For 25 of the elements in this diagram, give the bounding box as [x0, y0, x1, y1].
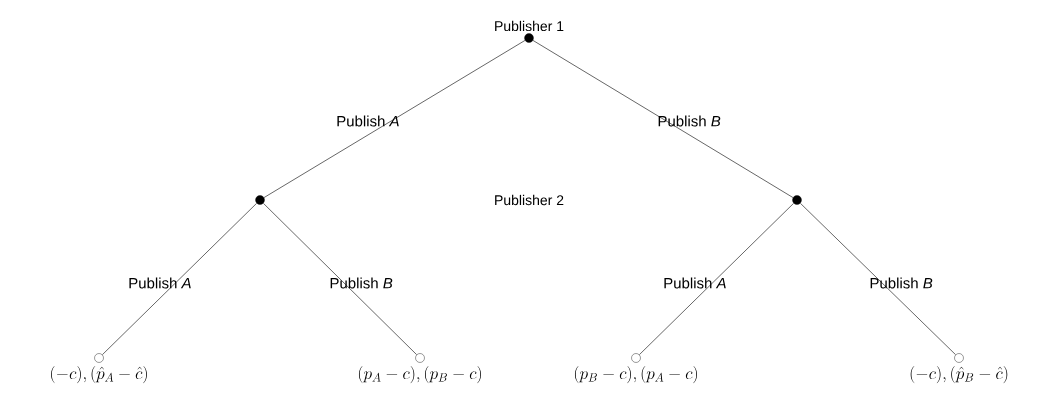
edge-label: Publish B [870, 277, 933, 289]
edge-label: Publish B [658, 115, 721, 127]
branch-line [639, 203, 794, 355]
branch-line [102, 203, 257, 355]
tree-node: Publisher 1 [495, 20, 564, 43]
branch-line [532, 40, 794, 198]
node-label: $(-c),(\hat{p}_A-\hat{c})$ [51, 365, 147, 384]
edge-label: Publish A [337, 115, 399, 127]
branch-line [263, 40, 526, 198]
leaf-node: $(p_B-c),(p_A-c)$ [574, 353, 697, 384]
leaf-node: $(-c),(\hat{p}_B-\hat{c})$ [910, 353, 1008, 384]
tree-node [255, 195, 265, 205]
player-label: Publisher 2 [495, 194, 564, 206]
tree-node [792, 195, 802, 205]
leaf-node: $(p_A-c),(p_B-c)$ [358, 353, 482, 384]
edge-label: Publish A [664, 277, 726, 289]
edge-label: Publish A [129, 277, 191, 289]
node-label: $(-c),(\hat{p}_B-\hat{c})$ [910, 365, 1008, 384]
leaf-node: $(-c),(\hat{p}_A-\hat{c})$ [51, 353, 147, 384]
node-label: Publisher 1 [495, 20, 564, 32]
node-label: $(p_A-c),(p_B-c)$ [358, 365, 482, 384]
node-label: $(p_B-c),(p_A-c)$ [574, 365, 698, 384]
branch-line [800, 203, 956, 355]
branch-line [263, 203, 417, 355]
edge-label: Publish B [330, 277, 393, 289]
